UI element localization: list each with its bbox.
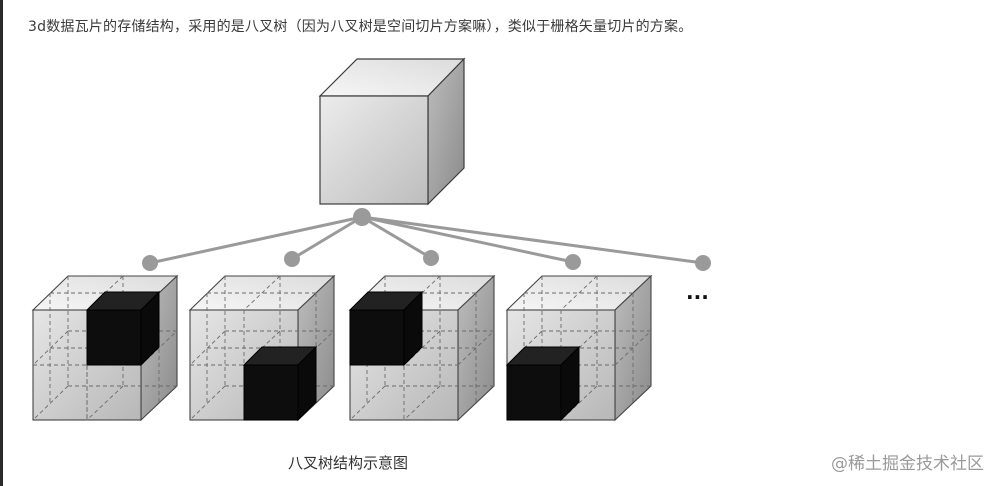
child-node-dot-1 [142,255,158,271]
connector-line-1 [149,215,363,265]
child-node-dot-4 [565,254,581,270]
connector-line-5 [361,215,704,265]
child-cube-2 [188,274,336,422]
intro-paragraph: 3d数据瓦片的存储结构，采用的是八叉树（因为八叉树是空间切片方案嘛），类似于栅格… [28,19,693,35]
root-cube-front [319,95,429,205]
connector-line-4 [361,215,574,264]
connector-nodes [142,208,711,271]
child-cube-3-filled-octant [348,290,424,367]
watermark: @稀土掘金技术社区 [831,454,984,474]
root-cube [318,57,466,206]
child-node-dot-3 [423,250,439,266]
child-cube-3 [348,274,496,422]
connector-line-2 [291,215,363,261]
child-cube-1-filled-octant [85,290,161,367]
left-margin-bar [0,0,3,486]
connector-line-3 [361,215,432,260]
child-cube-1 [31,274,179,422]
root-node-dot [353,208,371,226]
ellipsis: ··· [686,285,709,309]
child-cube-4-filled-octant [505,345,581,422]
diagram-caption: 八叉树结构示意图 [288,454,409,472]
child-cube-4 [505,274,653,422]
child-node-dot-2 [284,251,300,267]
child-node-dot-5 [695,255,711,271]
connector-lines [149,215,704,265]
child-cube-2-filled-octant [242,345,318,422]
